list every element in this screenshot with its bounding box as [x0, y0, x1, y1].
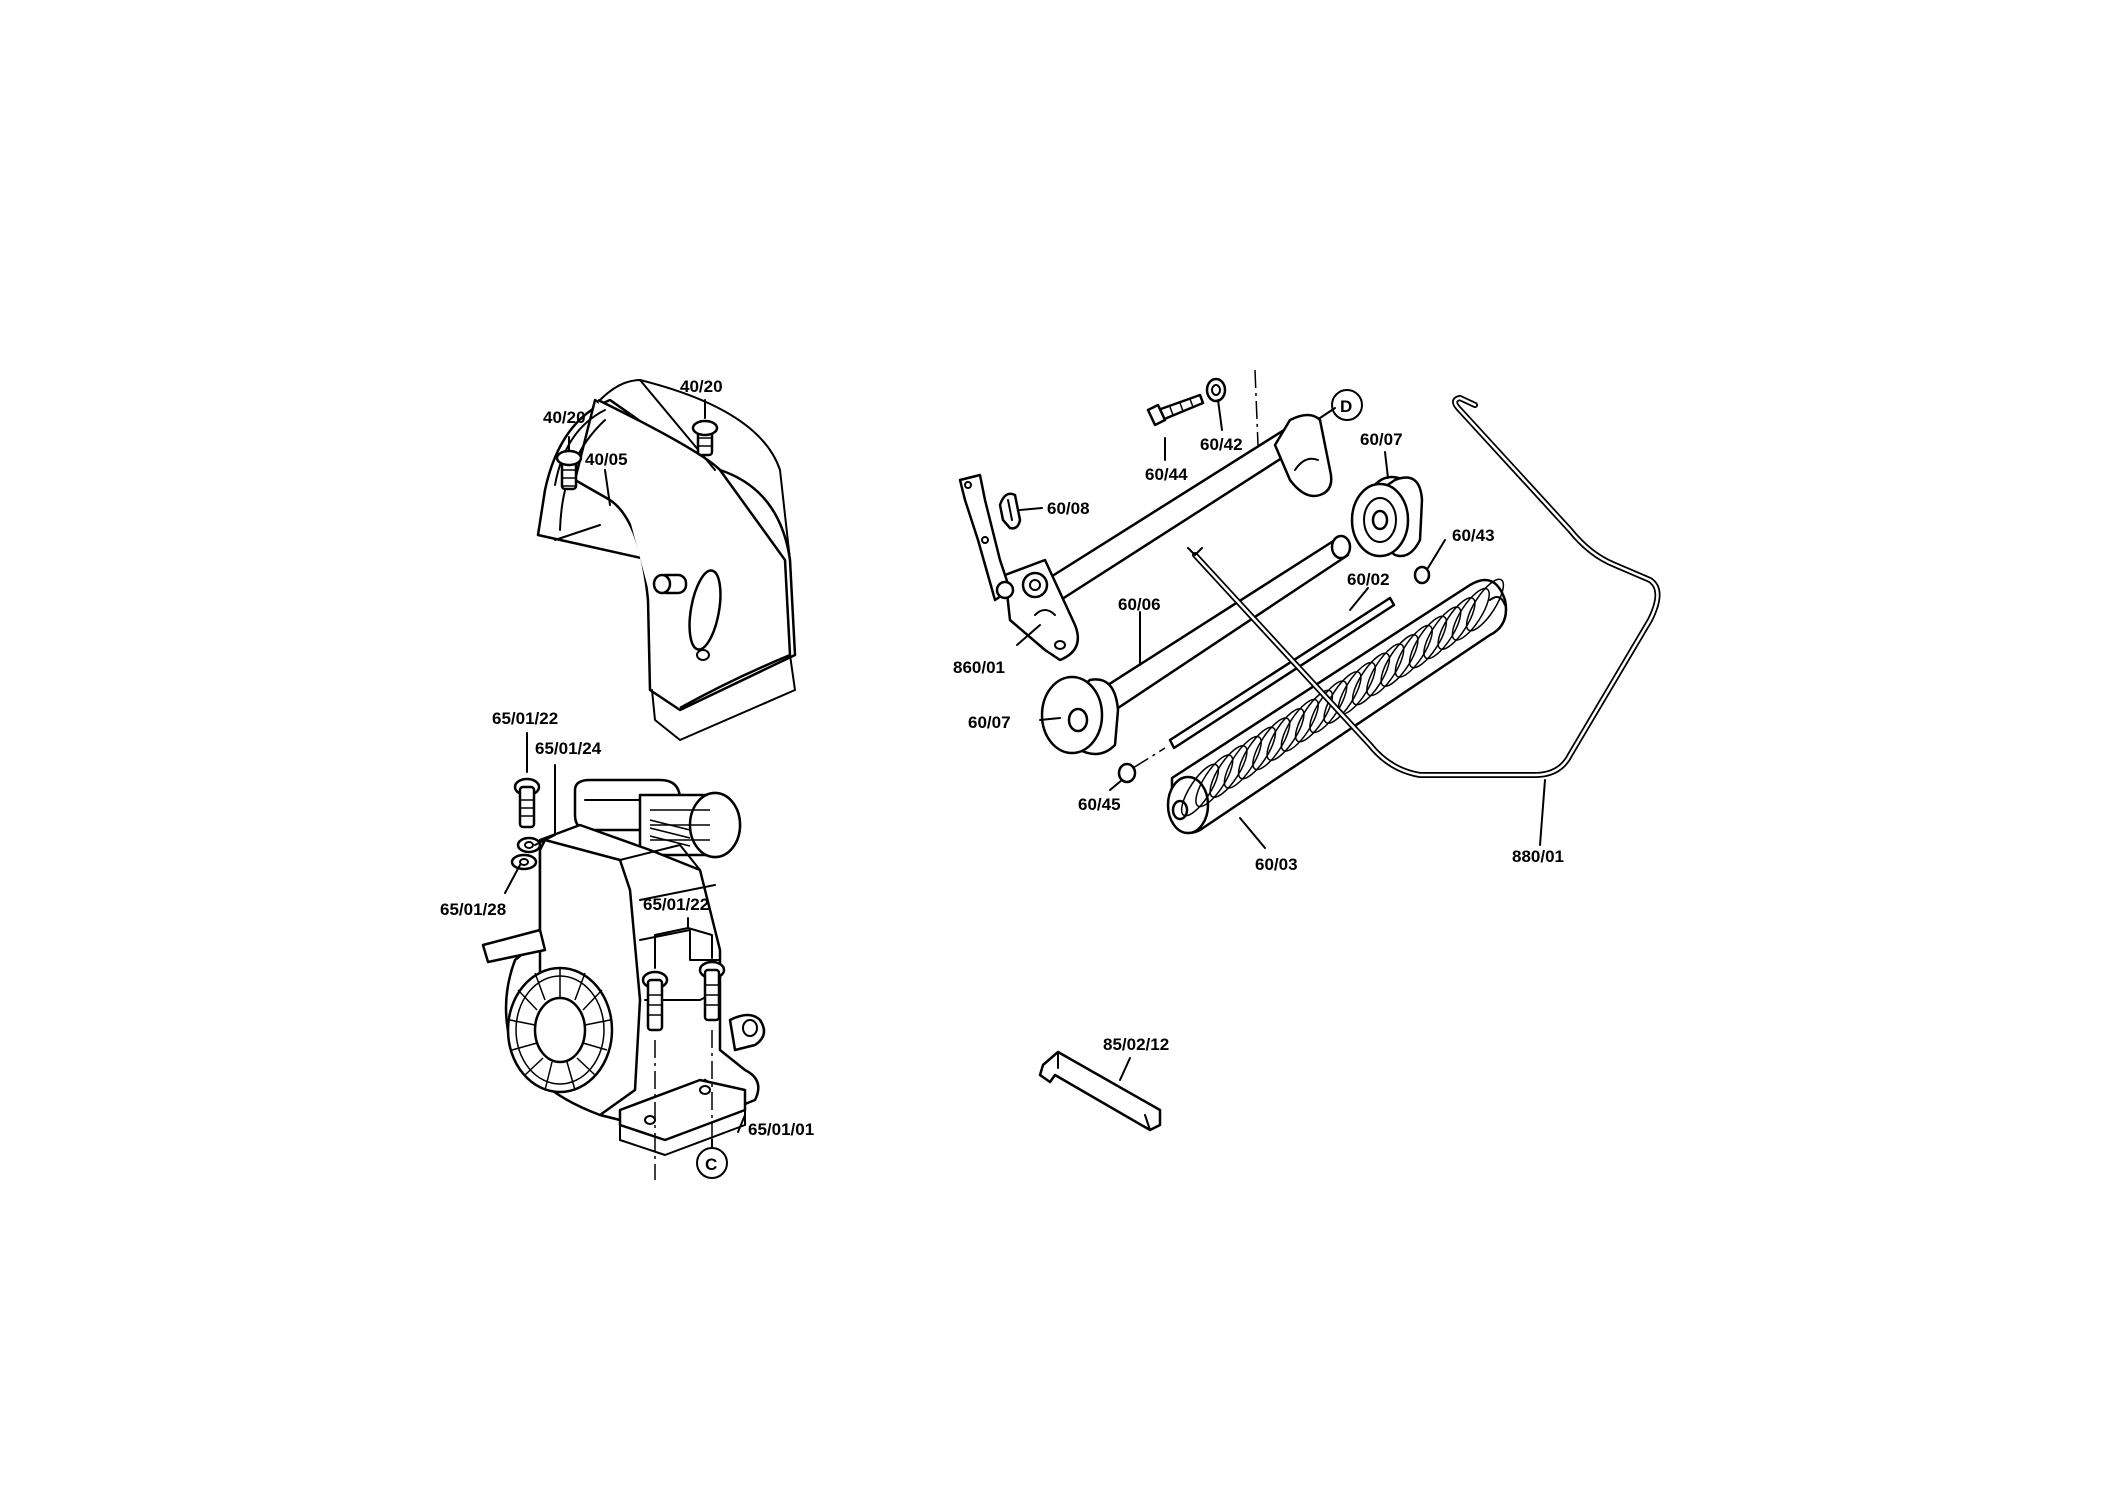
- label-60-03: 60/03: [1255, 855, 1298, 874]
- label-65-01-28: 65/01/28: [440, 900, 506, 919]
- engine-assembly: [481, 778, 766, 1156]
- handle-bar-880-01: [1187, 395, 1661, 778]
- screw-40-20-right: [691, 419, 719, 457]
- label-85-02-12: 85/02/12: [1103, 1035, 1169, 1054]
- label-60-45: 60/45: [1078, 795, 1121, 814]
- brush-rib: [1266, 708, 1305, 761]
- roller-60-07-bottom: [1040, 675, 1120, 756]
- label-40-05: 40/05: [585, 450, 628, 469]
- brush-rib: [1195, 754, 1234, 808]
- brush-rib: [1323, 671, 1362, 724]
- reference-c: C: [696, 1147, 728, 1179]
- label-65-01-24: 65/01/24: [535, 739, 602, 758]
- reference-c-letter: C: [705, 1155, 717, 1174]
- label-65-01-22-top: 65/01/22: [492, 709, 558, 728]
- axle-860-01: [958, 413, 1333, 662]
- brush-rib: [1380, 634, 1419, 687]
- brush-rib: [1223, 735, 1262, 789]
- brush-rib: [1280, 698, 1319, 752]
- label-60-07-bottom: 60/07: [968, 713, 1011, 732]
- label-60-08: 60/08: [1047, 499, 1090, 518]
- clip-60-08: [998, 492, 1022, 530]
- label-60-44: 60/44: [1145, 465, 1188, 484]
- label-60-02: 60/02: [1347, 570, 1390, 589]
- brush-rib: [1394, 624, 1433, 678]
- label-60-43: 60/43: [1452, 526, 1495, 545]
- reference-d-letter: D: [1340, 397, 1352, 416]
- brush-rib: [1423, 606, 1462, 660]
- brush-rib: [1180, 763, 1220, 817]
- cap-60-43: [1413, 565, 1431, 585]
- flywheel-fins: [509, 968, 611, 1091]
- brush-rib: [1465, 578, 1505, 632]
- label-40-20-right: 40/20: [680, 377, 723, 396]
- label-60-06: 60/06: [1118, 595, 1161, 614]
- hex-key-85-02-12: [1038, 1050, 1162, 1132]
- bolt-65-01-22-left: [641, 970, 669, 1032]
- reference-d: D: [1331, 389, 1363, 421]
- brush-rib: [1237, 726, 1277, 780]
- label-60-42: 60/42: [1200, 435, 1243, 454]
- bolt-65-01-22-right: [698, 960, 726, 1022]
- shaft-60-02: [1168, 596, 1396, 750]
- brush-rib: [1437, 597, 1476, 650]
- label-40-20-left: 40/20: [543, 408, 586, 427]
- brush-rib: [1451, 587, 1490, 641]
- washer-60-42: [1205, 377, 1227, 403]
- brush-rib: [1408, 615, 1448, 669]
- label-65-01-22-mid: 65/01/22: [643, 895, 709, 914]
- label-860-01: 860/01: [953, 658, 1005, 677]
- brush-rib: [1209, 745, 1248, 798]
- label-60-07-top: 60/07: [1360, 430, 1403, 449]
- label-880-01: 880/01: [1512, 847, 1564, 866]
- bolt-60-44: [1146, 393, 1205, 427]
- brush-roller-60-03: [1166, 578, 1508, 835]
- brush-rib: [1252, 717, 1291, 771]
- cap-60-45: [1117, 762, 1137, 784]
- brush-rib: [1294, 689, 1334, 743]
- brush-rib: [1366, 643, 1405, 697]
- washer-65-01-28: [510, 853, 538, 871]
- washer-65-01-24: [516, 836, 542, 854]
- label-65-01-01: 65/01/01: [748, 1120, 814, 1139]
- cover-40-05: [536, 379, 797, 741]
- brush-rib: [1351, 652, 1391, 706]
- bolt-65-01-22-top: [513, 777, 541, 829]
- roller-60-07-top: [1350, 475, 1424, 558]
- brush-ribs: [1180, 578, 1505, 817]
